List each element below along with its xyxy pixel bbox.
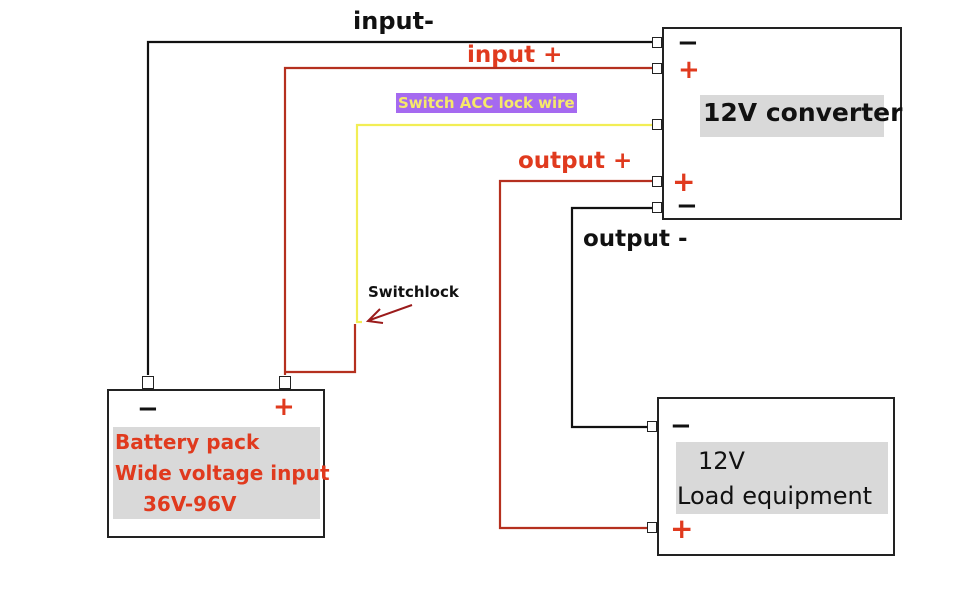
label-switchlock: Switchlock: [368, 283, 459, 301]
converter-terminal-output-plus: [652, 176, 662, 187]
label-acc-lock-wire: Switch ACC lock wire: [396, 93, 577, 113]
converter-terminal-input-plus: [652, 63, 662, 74]
load-sign-plus: +: [670, 512, 694, 545]
converter-title-bg: [700, 95, 884, 137]
battery-line-3: 36V-96V: [143, 492, 237, 516]
label-output-minus: output -: [583, 226, 688, 252]
load-terminal-plus: [647, 522, 657, 533]
battery-terminal-plus: [279, 376, 291, 389]
battery-line-1: Battery pack: [115, 430, 260, 454]
load-text-bg: [676, 442, 888, 514]
converter-title: 12V converter: [703, 98, 903, 127]
switchlock-arrow: [369, 304, 413, 321]
battery-terminal-minus: [142, 376, 154, 389]
label-input-plus: input +: [467, 42, 563, 68]
converter-sign-output-minus: −: [676, 191, 698, 221]
label-input-minus: input-: [353, 7, 435, 35]
load-line-1: 12V: [698, 447, 745, 475]
battery-sign-plus: +: [273, 392, 295, 422]
wire-input-plus: [283, 66, 654, 375]
converter-terminal-input-minus: [652, 37, 662, 48]
converter-terminal-acc: [652, 119, 662, 130]
battery-text-bg: [113, 427, 320, 519]
wire-acc-lock: [355, 123, 654, 324]
converter-sign-input-minus: −: [677, 28, 699, 58]
wire-input-minus: [146, 40, 654, 375]
converter-sign-output-plus: +: [672, 165, 696, 198]
load-terminal-minus: [647, 421, 657, 432]
converter-terminal-output-minus: [652, 202, 662, 213]
switchlock-arrowhead: [365, 308, 384, 324]
battery-sign-minus: −: [137, 394, 159, 424]
battery-line-2: Wide voltage input: [115, 461, 330, 485]
wire-output-minus: [570, 206, 654, 429]
load-line-2: Load equipment: [677, 482, 873, 510]
wire-output-plus: [498, 179, 654, 530]
wire-switch-lead: [285, 324, 357, 374]
load-sign-minus: −: [670, 411, 692, 441]
label-output-plus: output +: [518, 148, 633, 174]
converter-sign-input-plus: +: [678, 55, 700, 85]
